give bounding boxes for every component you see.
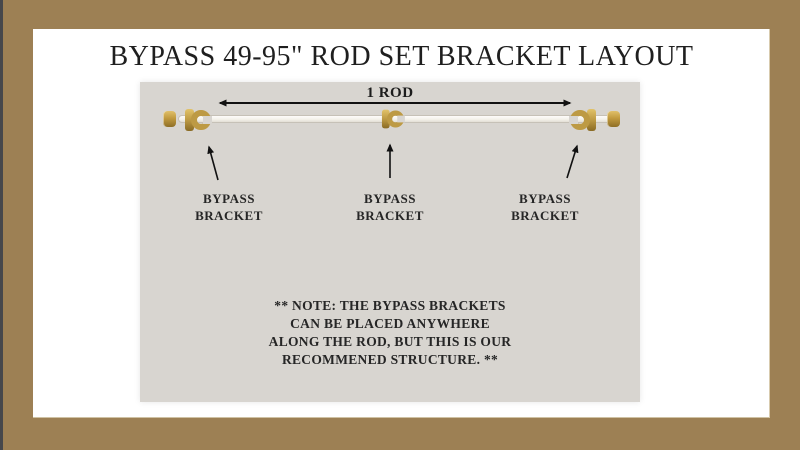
bracket-c-ring xyxy=(191,110,211,130)
arrows-layer xyxy=(207,99,579,181)
bracket-label-right: BYPASS BRACKET xyxy=(499,190,591,224)
note-text-block: ** NOTE: THE BYPASS BRACKETS CAN BE PLAC… xyxy=(140,297,640,369)
content-card: BYPASS 49-95" ROD SET BRACKET LAYOUT 1 R… xyxy=(33,29,770,418)
left-end-cap-icon xyxy=(163,111,176,127)
pointer-arrow-left xyxy=(207,145,219,181)
bracket-label-line: BRACKET xyxy=(356,208,424,223)
left-edge-strip xyxy=(0,0,3,450)
bracket-label-line: BYPASS xyxy=(203,191,255,206)
note-line: ALONG THE ROD, BUT THIS IS OUR xyxy=(268,334,512,349)
bypass-bracket-middle-icon xyxy=(381,109,405,129)
bypass-bracket-left-icon xyxy=(185,108,211,132)
pointer-arrow-right xyxy=(566,144,579,179)
bracket-c-ring xyxy=(570,110,590,130)
bracket-c-ring xyxy=(387,110,405,128)
bracket-label-line: BRACKET xyxy=(511,208,579,223)
diagram-panel: 1 ROD xyxy=(140,82,640,402)
right-end-cap-icon xyxy=(607,111,620,127)
note-line: CAN BE PLACED ANYWHERE xyxy=(290,316,490,331)
bracket-label-line: BYPASS xyxy=(519,191,571,206)
bypass-bracket-right-icon xyxy=(570,108,596,132)
rod-dimension-label: 1 ROD xyxy=(366,85,414,101)
page-title: BYPASS 49-95" ROD SET BRACKET LAYOUT xyxy=(109,41,694,72)
bracket-label-middle: BYPASS BRACKET xyxy=(344,190,436,224)
bracket-band xyxy=(381,109,390,129)
bracket-band xyxy=(185,109,194,131)
bracket-label-line: BRACKET xyxy=(195,208,263,223)
note-line: RECOMMENED STRUCTURE. ** xyxy=(281,352,499,367)
bracket-label-left: BYPASS BRACKET xyxy=(183,190,275,224)
bracket-label-line: BYPASS xyxy=(364,191,416,206)
note-line: ** NOTE: THE BYPASS BRACKETS xyxy=(274,298,506,313)
